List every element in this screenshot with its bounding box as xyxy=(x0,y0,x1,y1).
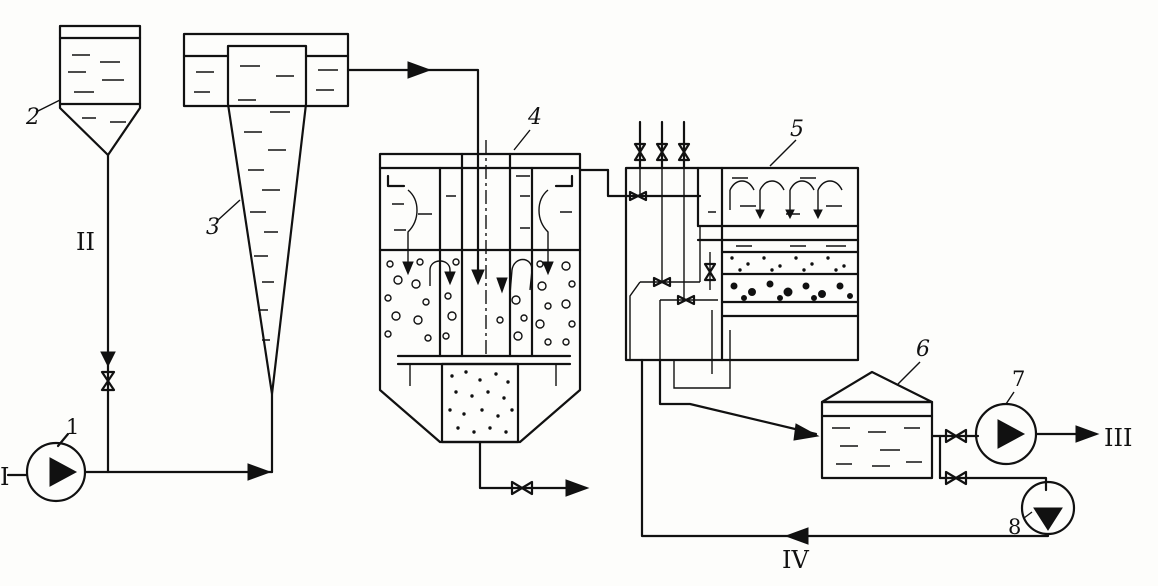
pump-7 xyxy=(974,402,1100,466)
leader-4 xyxy=(513,129,531,151)
reagent-line xyxy=(100,153,116,474)
pump-1 xyxy=(6,432,87,503)
leader-5 xyxy=(769,139,797,167)
unit-label-6: 6 xyxy=(916,337,930,362)
filter-5 xyxy=(624,120,860,389)
unit-label-4: 4 xyxy=(527,105,542,130)
leader-6 xyxy=(897,361,921,385)
stream-label-reagent: II xyxy=(76,228,95,256)
pump-8 xyxy=(1020,480,1076,536)
hydrocyclone-3 xyxy=(182,32,350,396)
unit-label-8: 8 xyxy=(1008,515,1021,539)
unit-label-3: 3 xyxy=(206,215,220,240)
overflow-line-3-to-4 xyxy=(346,61,480,152)
unit-label-7: 7 xyxy=(1012,367,1025,391)
clean-water-tank-6 xyxy=(820,370,934,480)
filtered-line-5-to-6 xyxy=(658,358,820,441)
clarified-line-4-to-5 xyxy=(606,168,702,198)
stream-label-inlet: I xyxy=(0,463,9,491)
filter-media-gravel xyxy=(730,280,853,301)
unit-label-1: 1 xyxy=(66,415,79,439)
sludge-blanket xyxy=(384,258,576,346)
line-6-to-7 xyxy=(930,428,980,480)
leader-2 xyxy=(35,99,61,113)
leader-3 xyxy=(217,199,241,221)
sludge-dots xyxy=(448,370,514,434)
feed-line xyxy=(83,392,274,481)
line-6-to-8 xyxy=(938,470,1048,492)
clarifier-4 xyxy=(378,140,610,497)
leader-8 xyxy=(1023,511,1033,519)
leader-7 xyxy=(1005,391,1015,405)
unit-label-5: 5 xyxy=(790,117,804,142)
unit-label-2: 2 xyxy=(25,105,40,130)
stream-label-return: IV xyxy=(782,546,809,574)
return-line xyxy=(640,358,1050,545)
reagent-tank-2 xyxy=(58,24,142,157)
filter-media-sand xyxy=(730,256,846,272)
stream-label-outlet: III xyxy=(1104,424,1132,452)
